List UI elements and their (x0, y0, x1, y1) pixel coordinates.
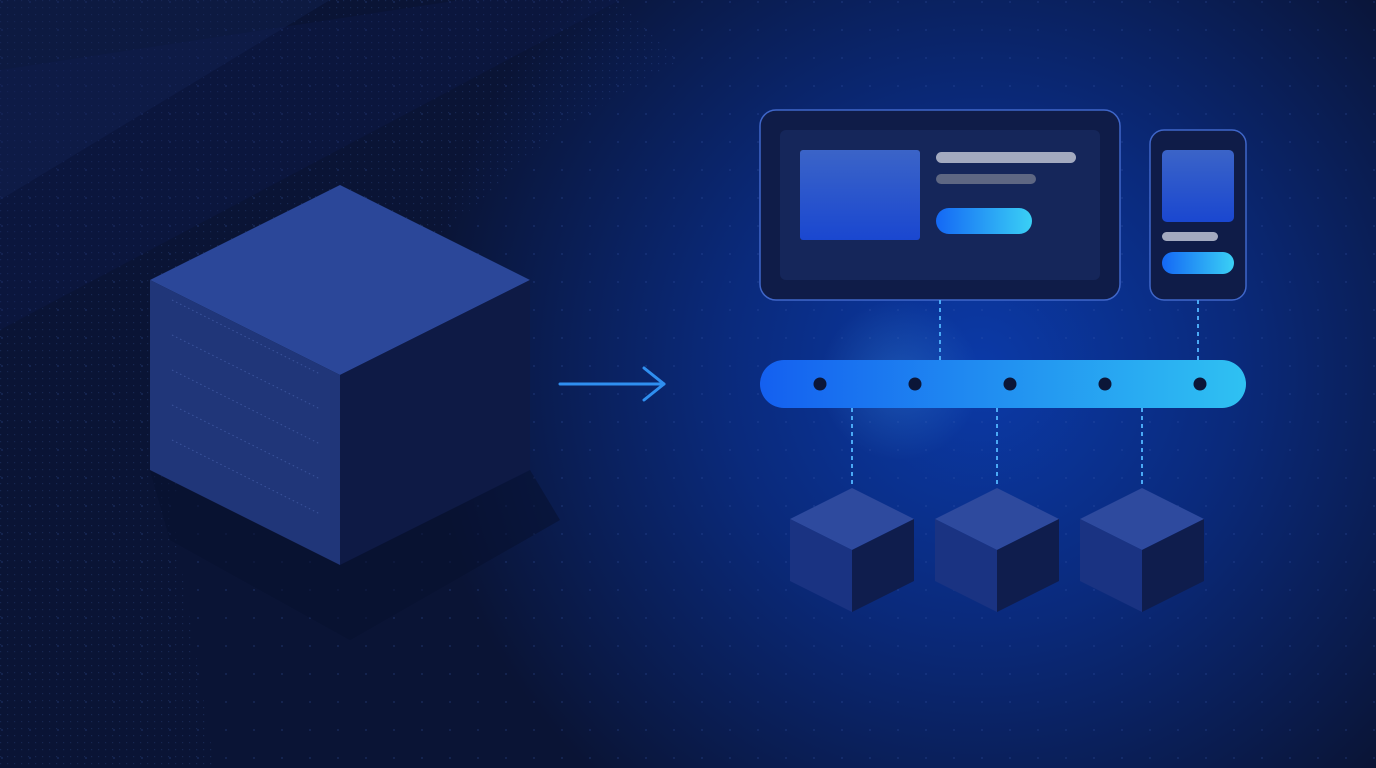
service-cube-3 (1080, 488, 1204, 612)
monolith-cube-right-face (340, 280, 530, 565)
service-cube-right-face (997, 519, 1059, 612)
background-texture-region (0, 0, 680, 768)
mobile-frontend-card (1149, 129, 1247, 301)
background-diagonal-band (0, 0, 620, 330)
text-line-placeholder (936, 174, 1036, 184)
api-port-dot (1193, 377, 1207, 391)
service-cube-1 (790, 488, 914, 612)
service-connectors (851, 408, 1143, 488)
button-placeholder (936, 208, 1032, 234)
image-placeholder-icon (800, 150, 920, 240)
background-diagonal-band (0, 0, 330, 200)
monolith-cube-shadow (150, 470, 560, 640)
api-port-dot (1003, 377, 1017, 391)
image-placeholder-icon (1162, 150, 1234, 222)
api-port-dot (813, 377, 827, 391)
service-cube-2 (935, 488, 1059, 612)
api-gateway-bus (760, 360, 1246, 408)
monolith-cube-left-face (150, 280, 340, 565)
api-port-dot (1098, 377, 1112, 391)
api-port-dot (908, 377, 922, 391)
text-line-placeholder (936, 152, 1076, 163)
api-bus-bar (760, 360, 1246, 408)
button-placeholder (1162, 252, 1234, 274)
service-cube-left-face (935, 519, 997, 612)
monolith-cube-stripes (171, 299, 321, 515)
service-cubes (790, 488, 1204, 612)
service-cube-left-face (790, 519, 852, 612)
right-arrow-icon (558, 366, 666, 402)
service-cube-right-face (1142, 519, 1204, 612)
text-line-placeholder (1162, 232, 1218, 241)
monolith-cube (150, 185, 560, 640)
desktop-frontend-card (759, 109, 1121, 301)
api-bus-ports (813, 377, 1207, 391)
service-cube-left-face (1080, 519, 1142, 612)
service-cube-right-face (852, 519, 914, 612)
